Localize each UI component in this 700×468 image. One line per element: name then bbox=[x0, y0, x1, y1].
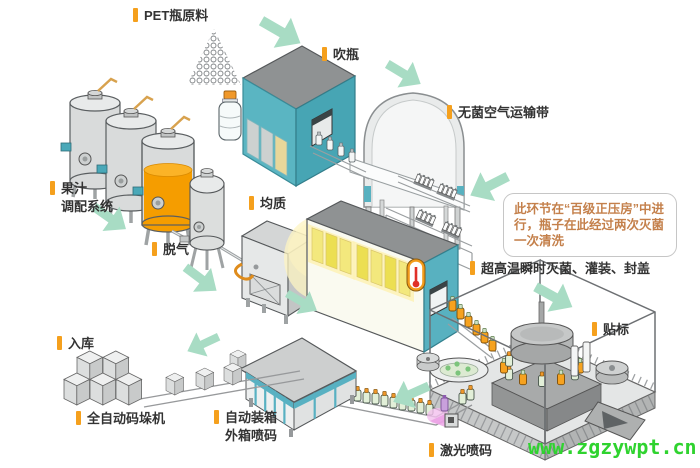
degas-tank bbox=[179, 168, 225, 270]
label-blow-molding: 吹瓶 bbox=[322, 46, 359, 64]
label-marker bbox=[429, 443, 434, 457]
label-marker bbox=[447, 105, 452, 119]
palletizer-stack bbox=[63, 350, 143, 406]
label-laser-coding: 激光喷码 bbox=[429, 442, 492, 460]
labeler-machine bbox=[416, 258, 658, 461]
label-text: 自动装箱 外箱喷码 bbox=[225, 410, 278, 443]
pet-pellets-pile bbox=[187, 29, 241, 85]
label-labeling: 贴标 bbox=[592, 321, 629, 339]
label-marker bbox=[249, 196, 254, 210]
blown-bottle-outfeed bbox=[309, 131, 370, 180]
label-pet-material: PET瓶原料 bbox=[133, 7, 208, 25]
label-juice-blending-system: 果汁 调配系统 bbox=[50, 180, 113, 215]
thermometer-icon bbox=[406, 258, 426, 292]
label-text: 入库 bbox=[68, 336, 95, 351]
label-text: 全自动码垛机 bbox=[87, 411, 166, 426]
label-text: 超高温瞬时灭菌、灌装、封盖 bbox=[481, 261, 651, 276]
label-marker bbox=[152, 242, 157, 256]
label-text: 无菌空气运输带 bbox=[458, 105, 550, 120]
label-text: 均质 bbox=[260, 196, 287, 211]
callout-clean-room-note: 此环节在“百级正压房”中进行，瓶子在此经过两次灭菌一次清洗 bbox=[503, 193, 677, 257]
label-text: 脱气 bbox=[163, 242, 190, 257]
juice-tank-3 bbox=[132, 115, 195, 247]
label-marker bbox=[57, 336, 62, 350]
label-auto-boxing-coding: 自动装箱 外箱喷码 bbox=[214, 409, 277, 444]
label-warehousing: 入库 bbox=[57, 335, 94, 353]
laser-coder bbox=[427, 395, 459, 428]
air-conveyor-arch bbox=[349, 92, 465, 250]
pet-bottle bbox=[218, 90, 242, 141]
label-marker bbox=[592, 322, 597, 336]
label-marker bbox=[76, 411, 81, 425]
watermark-url: www.zgzywpt.cn bbox=[528, 435, 697, 459]
label-uht-fill-cap: 超高温瞬时灭菌、灌装、封盖 bbox=[470, 260, 650, 278]
label-marker bbox=[214, 410, 219, 424]
label-marker bbox=[50, 181, 55, 195]
label-marker bbox=[133, 8, 138, 22]
label-text: 贴标 bbox=[603, 322, 630, 337]
label-text: 吹瓶 bbox=[333, 47, 360, 62]
label-text: 激光喷码 bbox=[440, 443, 493, 458]
uht-filler-machine bbox=[305, 200, 460, 354]
label-text: PET瓶原料 bbox=[144, 8, 209, 23]
label-sterile-air-conveyor: 无菌空气运输带 bbox=[447, 104, 549, 122]
label-homogenizing: 均质 bbox=[249, 195, 286, 213]
box-conveyor bbox=[139, 362, 305, 408]
label-marker bbox=[470, 261, 475, 275]
label-auto-palletizer: 全自动码垛机 bbox=[76, 410, 165, 428]
label-degassing: 脱气 bbox=[152, 241, 189, 259]
label-text: 果汁 调配系统 bbox=[61, 181, 114, 214]
label-marker bbox=[322, 47, 327, 61]
